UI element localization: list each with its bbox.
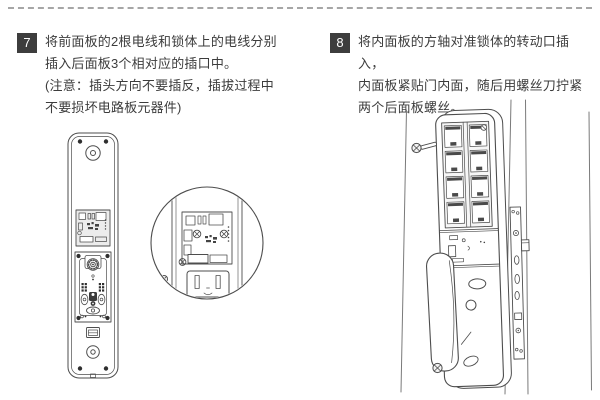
bottom-screw-hole [463, 355, 479, 367]
latch-window [86, 327, 100, 338]
step-7-line-2: 插入后面板3个相对应的插口中。 [45, 56, 238, 71]
handle [425, 252, 459, 372]
step-7-line-1: 将前面板的2根电线和锁体上的电线分别 [45, 34, 277, 49]
rear-panel-diagram [67, 132, 264, 379]
compartment-screw-icon [480, 124, 488, 131]
door-installation-diagram [400, 99, 592, 395]
step-7-line-4: 不要损坏电路板元器件) [45, 100, 182, 115]
step-8-block: 8 将内面板的方轴对准锁体的转动口插入， 内面板紧贴门内面，随后用螺丝刀拧紧 两… [330, 33, 594, 119]
figure-step-8 [392, 98, 600, 400]
figure-step-7 [30, 122, 300, 397]
step-8-text: 将内面板的方轴对准锁体的转动口插入， 内面板紧贴门内面，随后用螺丝刀拧紧 两个后… [358, 31, 594, 119]
step-7-number-badge: 7 [17, 33, 37, 53]
board-screw-icon [178, 258, 187, 266]
screw-icon [103, 139, 109, 144]
circuit-board [75, 209, 111, 247]
latch-bolt [520, 239, 530, 252]
peephole-icon [85, 145, 101, 161]
rear-panel [67, 132, 119, 379]
mounting-screw-top-icon [411, 141, 438, 154]
step-8-line-2: 内面板紧贴门内面，随后用螺丝刀拧紧 [358, 78, 583, 93]
detail-magnifier-circle [150, 186, 264, 300]
step-7-text: 将前面板的2根电线和锁体上的电线分别 插入后面板3个相对应的插口中。 (注意：插… [45, 31, 277, 119]
battery-cells [443, 124, 490, 225]
screw-icon [77, 366, 83, 371]
screw-icon [77, 139, 83, 144]
screw-icon [103, 366, 109, 371]
step-8-line-1: 将内面板的方轴对准锁体的转动口插入， [358, 34, 570, 71]
mounting-screw-bottom-icon [432, 362, 443, 374]
page-top-dashed-border [8, 7, 592, 9]
board-screw-icon [192, 229, 202, 239]
wire-connector-blocks [81, 283, 105, 292]
spindle-hub-icon [86, 258, 100, 271]
step-8-line-3: 两个后面板螺丝。 [358, 100, 464, 115]
clutch-mechanism [74, 251, 112, 323]
step-7-line-3: (注意：插头方向不要插反，插拔过程中 [45, 78, 274, 93]
square-spindle-hole [448, 245, 457, 258]
step-7-block: 7 将前面板的2根电线和锁体上的电线分别 插入后面板3个相对应的插口中。 (注意… [17, 33, 309, 119]
step-8-number-badge: 8 [330, 33, 350, 53]
wire-socket [187, 254, 228, 264]
battery-compartment [441, 120, 493, 229]
mortise-faceplate [509, 206, 530, 360]
socket-bracket [186, 270, 230, 298]
bottom-peephole-icon [86, 345, 100, 359]
